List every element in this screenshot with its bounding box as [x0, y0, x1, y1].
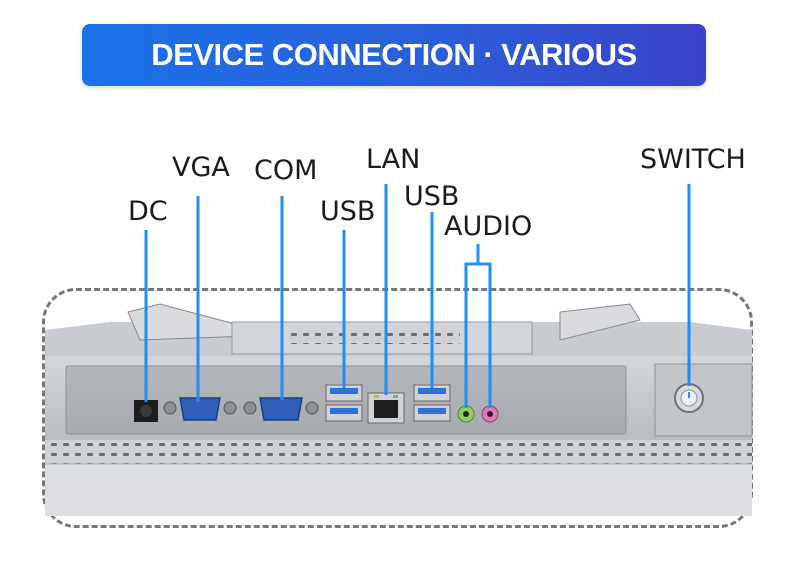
label-switch: SWITCH — [640, 144, 746, 175]
bracket-right — [559, 303, 641, 341]
label-lan: LAN — [366, 144, 421, 175]
label-audio: AUDIO — [444, 211, 533, 242]
chassis-base — [45, 464, 752, 516]
audio-port-pink — [481, 405, 499, 423]
lan-port — [367, 392, 405, 424]
title-banner: DEVICE CONNECTION · VARIOUS INTERFACES — [82, 24, 706, 134]
label-com: COM — [254, 155, 318, 186]
dc-port — [134, 400, 158, 422]
label-usb-right: USB — [404, 181, 460, 212]
vga-port — [163, 397, 237, 421]
com-port — [243, 397, 319, 421]
usb-port-left — [325, 384, 363, 422]
usb-port-right — [413, 384, 451, 422]
vent-grill-top — [290, 330, 460, 344]
banner-title: DEVICE CONNECTION · VARIOUS INTERFACES — [151, 37, 637, 134]
label-usb-left: USB — [320, 196, 376, 227]
label-vga: VGA — [172, 152, 230, 183]
leader-lines — [144, 184, 691, 408]
audio-port-green — [457, 405, 475, 423]
label-dc: DC — [128, 196, 168, 227]
vent-strip — [45, 440, 752, 464]
power-switch — [674, 383, 704, 413]
